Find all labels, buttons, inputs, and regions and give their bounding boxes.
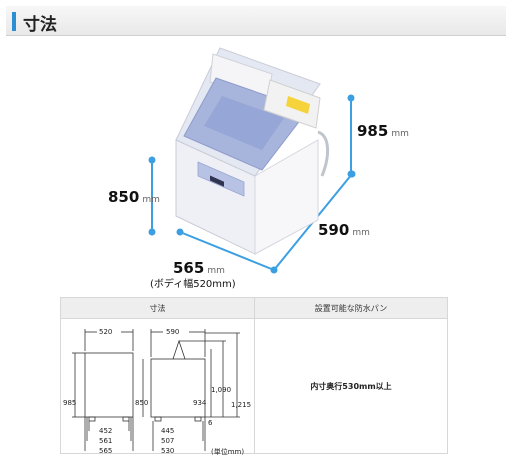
diagram-front-top: 520 [99,328,113,336]
diagram-unit-note: (単位mm) [211,448,245,456]
diagram-side-bottom-1: 445 [161,427,175,435]
diagram-side-bottom-3: 530 [161,447,175,455]
dimension-diagram [72,329,240,451]
table-header-pan: 設置可能な防水パン [254,297,448,319]
spec-table: 寸法 設置可能な防水パン [60,297,448,456]
diagram-side-height-right: 1,215 [231,401,252,409]
diagram-front-bottom-2: 561 [99,437,113,445]
table-row: 520 985 452 561 565 590 850 934 1,090 1,… [60,318,448,456]
washing-machine-illustration [148,47,356,274]
diagram-side-height-right-top: 1,090 [211,386,232,394]
diagram-side-bottom-2: 507 [161,437,175,445]
diagram-side-height-inner: 934 [193,399,207,407]
table-header-row: 寸法 設置可能な防水パン [60,297,448,319]
diagram-side-top: 590 [166,328,180,336]
diagram-front-bottom-1: 452 [99,427,113,435]
pan-requirement-text: 内寸奥行530mm以上 [310,381,392,391]
diagram-front-bottom-3: 565 [99,447,113,455]
table-header-dimensions: 寸法 [60,297,255,319]
diagram-side-height-left: 850 [135,399,149,407]
diagram-front-height: 985 [63,399,77,407]
body-width-note: (ボディ幅520mm) [150,279,236,290]
section-title: 寸法 [23,15,57,35]
dimension-diagram-cell: 520 985 452 561 565 590 850 934 1,090 1,… [60,318,255,456]
section-header: 寸法 [6,6,506,36]
diagram-side-small: 6 [208,419,213,427]
pan-requirement-cell: 内寸奥行530mm以上 [254,318,448,454]
header-accent-bar [12,12,16,31]
